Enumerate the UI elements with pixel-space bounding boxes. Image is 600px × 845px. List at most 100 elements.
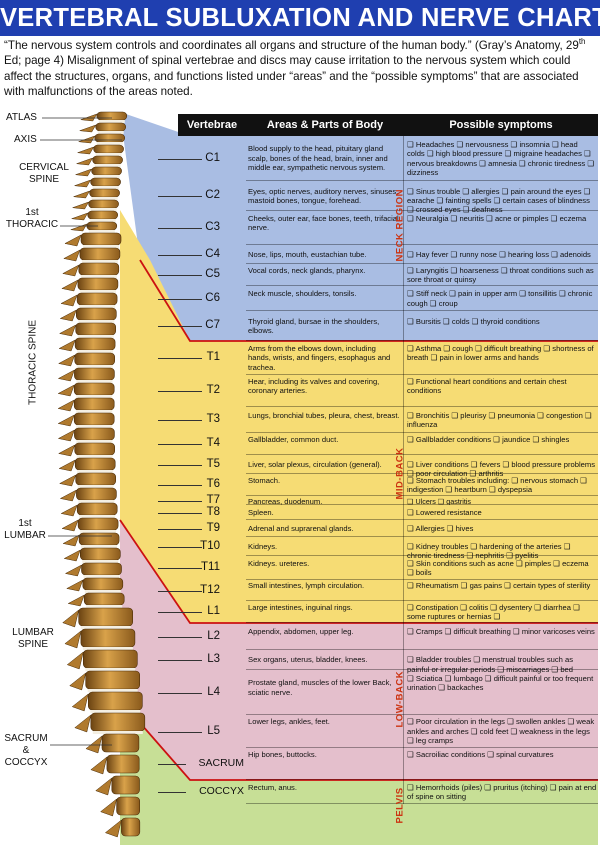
spinous-process-shape [74,714,92,733]
table-row [246,505,598,520]
table-row [246,623,598,650]
vertebra-shape [95,122,126,132]
spinous-process-shape [74,179,92,188]
spinous-process-shape [58,339,76,352]
symptoms-text: ❑ Bronchitis ❑ pleurisy ❑ pneumonia ❑ co… [407,410,592,429]
areas-cell [246,181,404,211]
disc-shape [90,208,117,211]
symptoms-text: ❑ Ulcers ❑ gastritis [407,497,472,505]
disc-shape [76,365,113,368]
vertebra-shape [74,427,115,441]
areas-cell [246,211,404,245]
spinous-process-shape [64,234,82,247]
symptoms-text: ❑ Asthma ❑ cough ❑ difficult breathing ❑… [407,343,594,363]
vertebra-shape [88,199,119,209]
disc-shape [98,120,125,123]
disc-shape [96,142,123,145]
symptoms-text: ❑ Poor circulation in the legs ❑ swollen… [407,717,595,746]
areas-text: Adrenal and suprarenal glands. [248,523,354,533]
vertebra-shape [106,754,140,774]
vertebra-label: T2 [206,384,220,396]
vertebra-shape [90,177,121,187]
spinous-process-shape [66,579,84,592]
vertebra-leader-line [158,196,202,197]
vertebra-leader-line [158,764,186,765]
disc-shape [95,153,122,156]
areas-cell [246,556,404,580]
vertebra-leader-line [158,254,202,256]
spinous-process-shape [63,249,81,262]
vertebra-label: T3 [206,413,220,425]
vertebra-shape [111,775,140,795]
spinous-process-shape [57,429,75,442]
spinous-process-shape [67,594,85,607]
areas-cell [246,601,404,623]
disc-shape [79,305,116,308]
table-row [246,407,598,433]
vertebra-shape [74,337,116,351]
vertebra-leader-line [158,275,202,276]
areas-text: Cheeks, outer ear, face bones, teeth, tr… [248,213,399,233]
vertebra-shape [76,487,117,501]
areas-cell [246,375,404,407]
region-mid: MID-BACK [390,447,410,499]
areas-cell [246,433,404,455]
table-row [246,748,598,780]
table-row [246,715,598,748]
spinous-process-shape [59,489,77,502]
symptoms-text: ❑ Hay fever ❑ runny nose ❑ hearing loss … [407,249,591,259]
vertebra-shape [80,628,136,648]
disc-shape [88,230,115,233]
symptoms-text: ❑ Neuralgia ❑ neuritis ❑ acne or pimples… [407,213,587,223]
table-row [246,601,598,623]
vertebra-label: T4 [206,437,220,449]
vertebra-label: COCCYX [199,785,244,797]
vertebra-leader-line [158,500,202,502]
vertebra-leader-line [158,612,202,613]
vertebra-leader-line [158,228,202,229]
vertebra-leader-line [158,420,202,421]
spinous-process-shape [57,414,75,427]
vertebra-label: C6 [205,291,220,304]
table-row [246,496,598,505]
vertebra-leader-line [158,692,202,694]
vertebra-label: L3 [207,653,220,665]
areas-text: Large intestines, inguinal rings. [248,602,353,612]
areas-text: Small intestines, lymph circulation. [248,581,365,591]
intro-part-2: Ed; page 4) Misalignment of spinal verte… [4,54,579,98]
disc-shape [81,545,118,548]
areas-text: Stomach. [248,475,281,485]
vertebra-leader-line [158,298,202,300]
vertebra-leader-line [158,358,202,359]
axis-label: AXIS [14,134,37,145]
spinous-process-shape [64,564,82,577]
region-band-pelvis [120,700,598,845]
disc-shape [78,500,115,503]
areas-text: Kidneys. [248,541,278,551]
vertebra-leader-line [158,158,202,160]
areas-cell [246,580,404,601]
vertebra-shape [90,712,146,732]
vertebra-shape [92,155,123,165]
areas-cell [246,496,404,505]
vertebra-shape [87,210,118,220]
vertebra-label: C1 [205,151,220,164]
areas-text: Arms from the elbows down, including han… [248,343,391,372]
symptoms-text: ❑ Liver conditions ❑ fevers ❑ blood pres… [407,459,595,478]
areas-cell [246,264,404,286]
region-pelvis: PELVIS [390,787,410,823]
table-row [246,556,598,580]
spinous-process-shape [60,294,78,307]
areas-cell [246,474,404,496]
vertebra-label: T8 [206,505,220,518]
header-areas: Areas & Parts of Body [246,114,404,136]
vertebra-leader-line [158,660,202,661]
spinous-process-shape [79,124,97,133]
areas-text: Prostate gland, muscles of the lower Bac… [248,678,392,697]
table-row [246,580,598,601]
areas-cell [246,520,404,537]
symptoms-text: ❑ Sciatica ❑ lumbago ❑ difficult painful… [407,673,594,693]
table-row [246,474,598,496]
vertebra-shape [77,277,119,291]
intro-superscript: th [578,37,586,47]
